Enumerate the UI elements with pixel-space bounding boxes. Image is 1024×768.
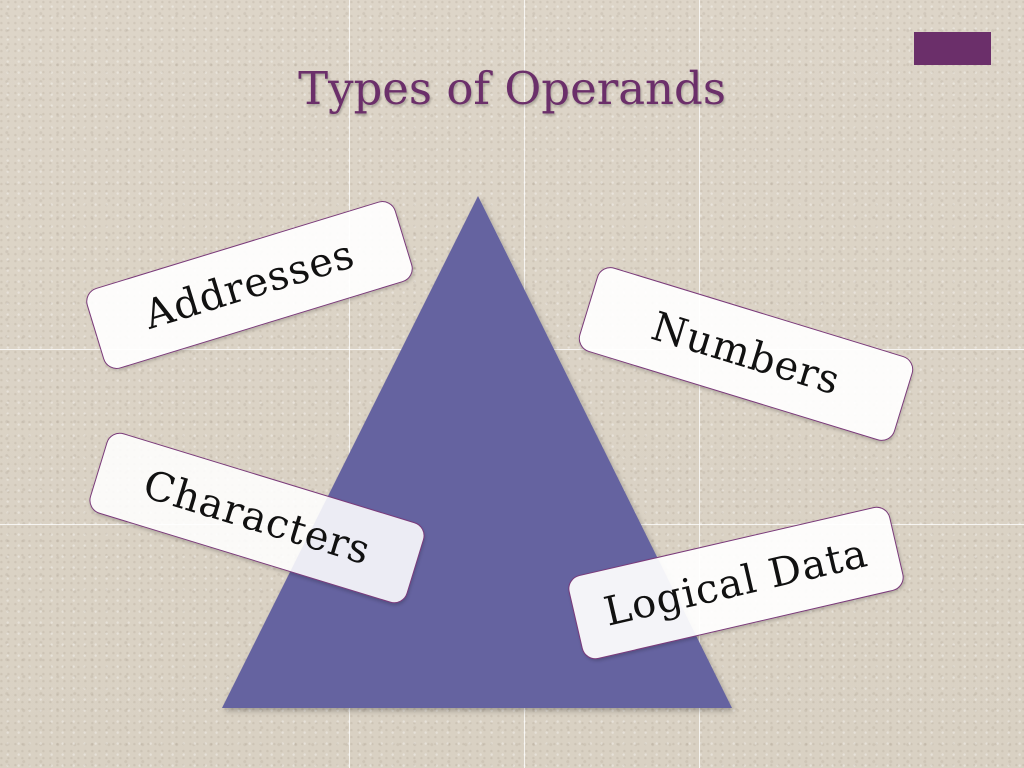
accent-box — [914, 32, 991, 65]
slide-title: Types of Operands — [298, 62, 726, 115]
grid-line — [349, 0, 350, 768]
